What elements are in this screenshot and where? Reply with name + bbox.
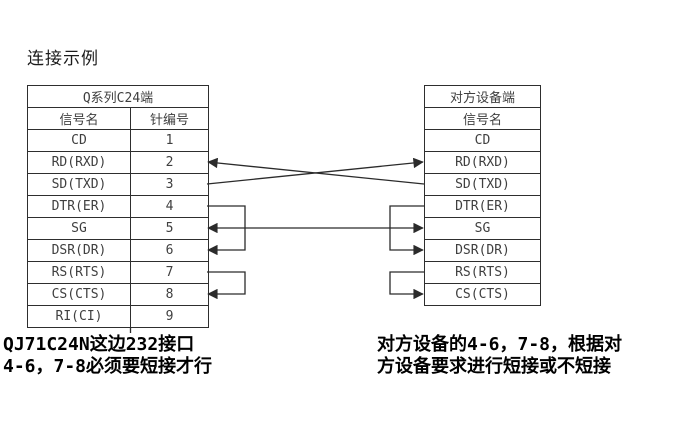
signal-cell: RD(RXD) [27,151,131,174]
table-row: SG [424,217,541,240]
signal-cell: RS(RTS) [424,261,541,284]
note-left: QJ71C24N这边232接口 4-6，7-8必须要短接才行 [3,334,212,378]
table-row: SD(TXD) [424,173,541,196]
table-row: CD 1 [27,129,209,152]
column-header-signal: 信号名 [424,107,541,130]
signal-cell: CS(CTS) [424,283,541,306]
right-table-title: 对方设备端 [424,85,541,108]
column-header-signal: 信号名 [27,107,131,130]
table-header-row: 对方设备端 [424,85,541,108]
jumper-left-4-6 [207,205,246,256]
table-columns-row: 信号名 [424,107,541,130]
table-row: CS(CTS) [424,283,541,306]
column-header-pin: 针编号 [130,107,209,130]
note-right-line1: 对方设备的4-6，7-8，根据对 [377,334,623,355]
left-pinout-table: Q系列C24端 信号名 针编号 CD 1 RD(RXD) 2 SD(TXD) 3… [27,85,209,328]
signal-cell: SD(TXD) [27,173,131,196]
jumper-right-rs-cs [389,271,424,300]
wire-cross-rx [207,157,425,185]
right-pinout-table: 对方设备端 信号名 CD RD(RXD) SD(TXD) DTR(ER) SG … [424,85,541,306]
signal-cell: DSR(DR) [27,239,131,262]
note-right: 对方设备的4-6，7-8，根据对 方设备要求进行短接或不短接 [377,334,622,378]
pin-cell: 2 [130,151,209,174]
wire-cross-tx [206,157,424,185]
pin-cell: 5 [130,217,209,240]
signal-cell: CD [27,129,131,152]
table-row: RS(RTS) [424,261,541,284]
pin-cell: 8 [130,283,209,306]
signal-cell: CD [424,129,541,152]
pin-cell: 6 [130,239,209,262]
signal-cell: DSR(DR) [424,239,541,262]
pin-cell: 7 [130,261,209,284]
table-row: RD(RXD) [424,151,541,174]
pin-cell: 3 [130,173,209,196]
pin-cell: 9 [130,305,209,328]
pin-cell: 1 [130,129,209,152]
table-row: RI(CI) 9 [27,305,209,328]
signal-cell: DTR(ER) [27,195,131,218]
table-row: RD(RXD) 2 [27,151,209,174]
table-row: CS(CTS) 8 [27,283,209,306]
signal-cell: SD(TXD) [424,173,541,196]
table-row: DTR(ER) 4 [27,195,209,218]
table-header-row: Q系列C24端 [27,85,209,108]
note-left-line1: QJ71C24N这边232接口 [3,334,195,355]
table-columns-row: 信号名 针编号 [27,107,209,130]
jumper-right-dtr-dsr [389,205,424,256]
table-row: DSR(DR) 6 [27,239,209,262]
table-row: SG 5 [27,217,209,240]
table-row: SD(TXD) 3 [27,173,209,196]
page-title: 连接示例 [27,49,99,69]
table-row: DSR(DR) [424,239,541,262]
signal-cell: RD(RXD) [424,151,541,174]
signal-cell: SG [27,217,131,240]
note-right-line2: 方设备要求进行短接或不短接 [377,356,611,377]
left-table-title: Q系列C24端 [27,85,209,108]
signal-cell: RI(CI) [27,305,131,328]
pin-cell: 4 [130,195,209,218]
table-row: DTR(ER) [424,195,541,218]
signal-cell: RS(RTS) [27,261,131,284]
table-row: RS(RTS) 7 [27,261,209,284]
signal-cell: DTR(ER) [424,195,541,218]
signal-cell: SG [424,217,541,240]
table-row: CD [424,129,541,152]
signal-cell: CS(CTS) [27,283,131,306]
jumper-left-7-8 [207,271,246,300]
note-left-line2: 4-6，7-8必须要短接才行 [3,356,213,377]
